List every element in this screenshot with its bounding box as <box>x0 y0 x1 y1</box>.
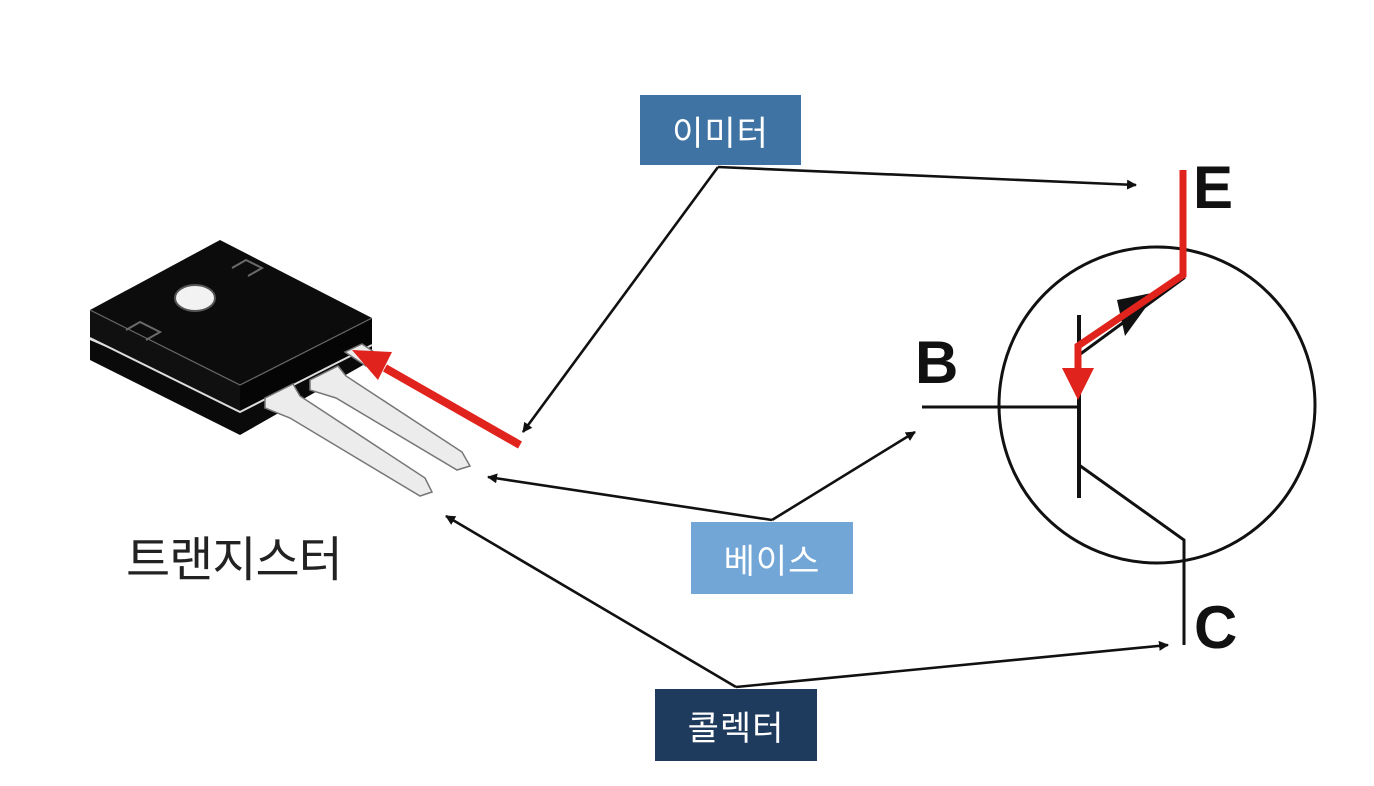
symbol-label-b: B <box>915 329 959 396</box>
emitter-arrow-to-symbol <box>717 165 1137 190</box>
emitter-arrow-to-package <box>521 166 720 433</box>
device-caption: 트랜지스터 <box>126 532 343 588</box>
symbol-circle <box>997 245 1317 565</box>
emitter-highlight-arrow <box>352 350 522 449</box>
package-leads <box>264 343 472 497</box>
pointer-arrows <box>445 165 1169 689</box>
symbol-emitter-red-path <box>1074 170 1187 378</box>
package-left-face <box>90 310 240 412</box>
lead-left <box>264 383 434 497</box>
collector-arrow-to-package <box>445 514 737 689</box>
base-arrow-to-symbol <box>771 430 916 522</box>
symbol-red-arrowhead <box>1062 368 1094 400</box>
symbol-emitter-lead <box>1078 170 1186 357</box>
mounting-hole <box>174 284 216 312</box>
base-arrow-to-package <box>487 473 773 522</box>
collector-arrow-to-symbol <box>735 640 1169 689</box>
emitter-label-box: 이미터 <box>640 95 801 165</box>
package-top-face <box>90 240 372 385</box>
lead-middle <box>309 365 472 471</box>
transistor-symbol <box>922 170 1317 645</box>
symbol-collector-lead <box>1078 463 1186 645</box>
transistor-package <box>89 240 373 435</box>
symbol-label-e: E <box>1193 154 1234 221</box>
base-label-box: 베이스 <box>691 522 853 594</box>
symbol-label-c: C <box>1194 594 1238 661</box>
collector-label-box: 콜렉터 <box>655 689 817 761</box>
package-front-face <box>240 318 372 412</box>
